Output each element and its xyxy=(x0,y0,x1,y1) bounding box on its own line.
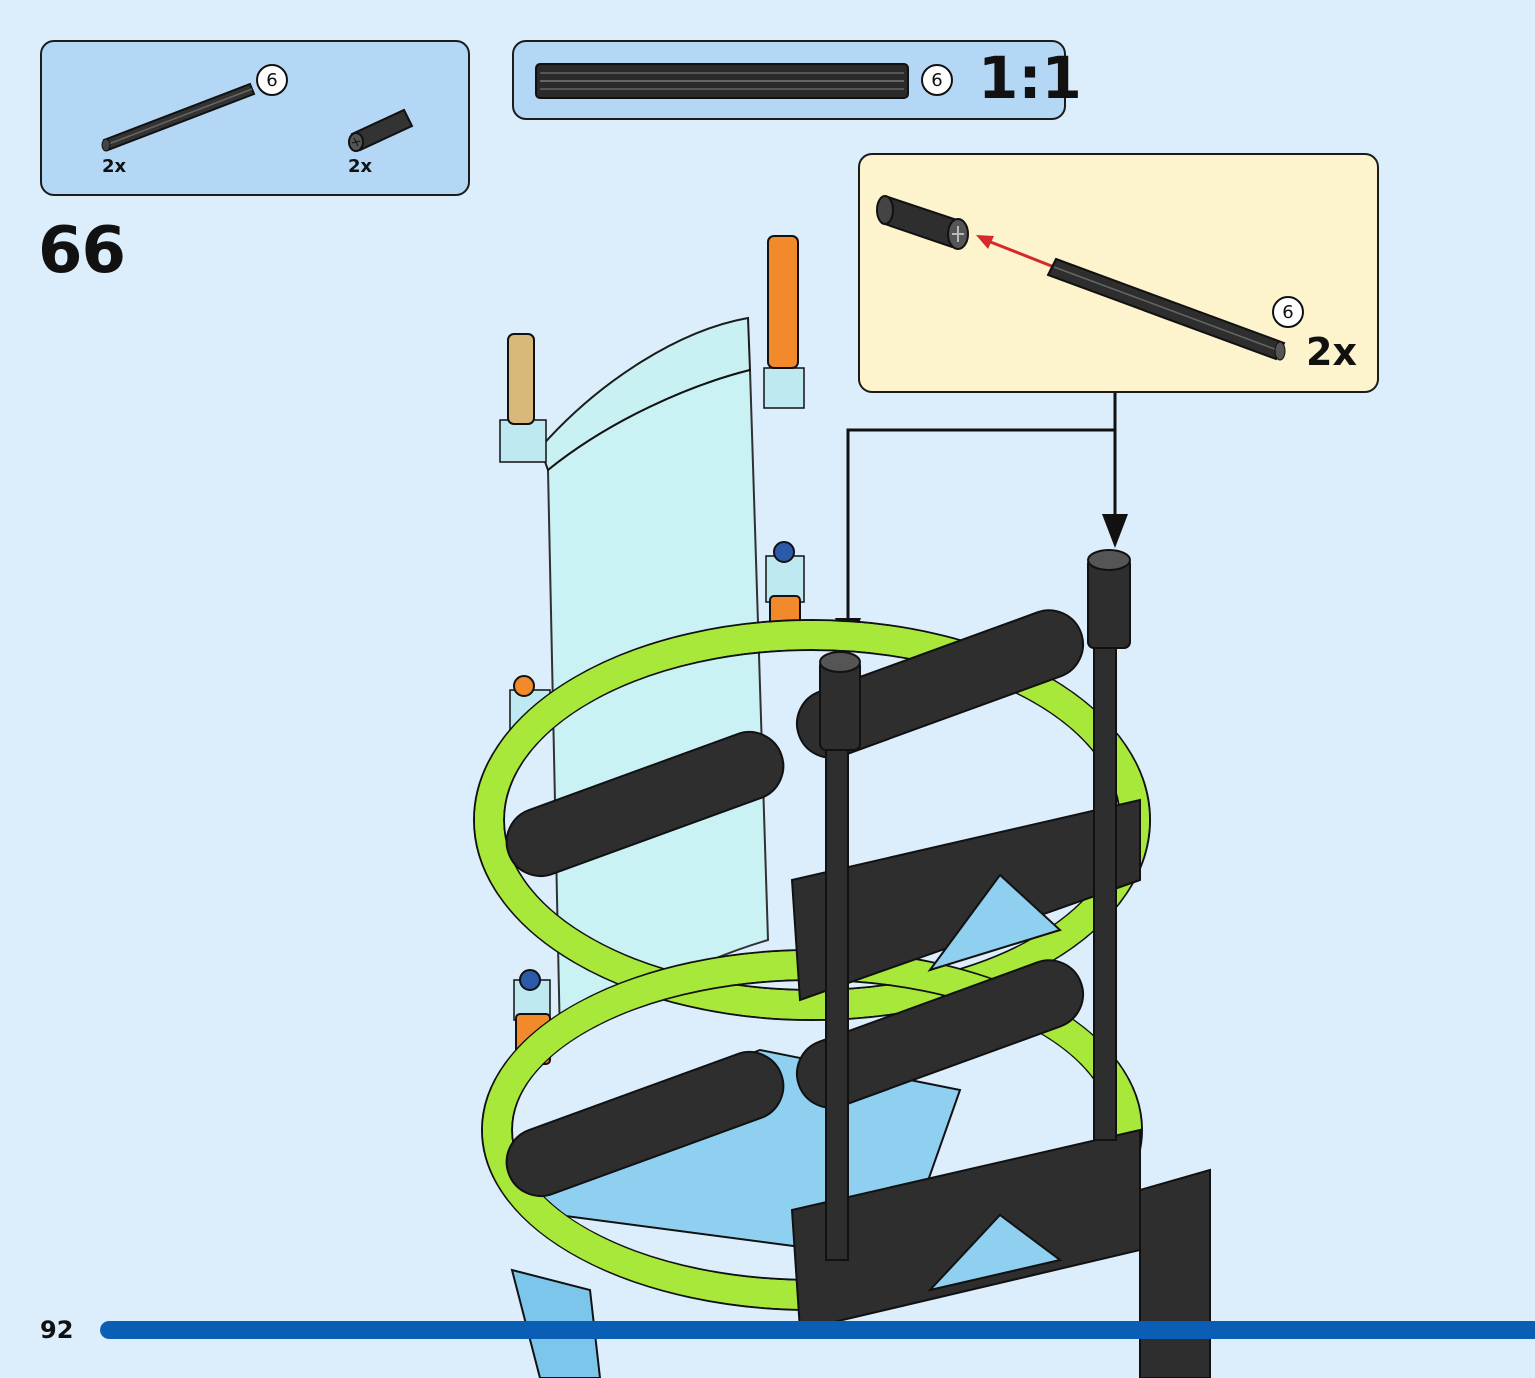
callout-quantity: 2x xyxy=(1306,330,1357,374)
progress-bar xyxy=(100,1321,1535,1339)
quantity-label: 2x xyxy=(348,156,373,177)
axle-connector-icon xyxy=(876,195,969,250)
scale-label: 1:1 xyxy=(978,44,1082,112)
page-number: 92 xyxy=(40,1316,74,1344)
length-badge: 6 xyxy=(1272,296,1304,328)
length-badge: 6 xyxy=(256,64,288,96)
step-number: 66 xyxy=(38,214,126,288)
model-illustration xyxy=(473,235,1211,1378)
length-badge: 6 xyxy=(921,64,953,96)
axle-actual-size-icon xyxy=(535,63,909,99)
parts-list-illustration xyxy=(101,82,414,152)
callout-illustration xyxy=(876,195,1286,361)
quantity-label: 2x xyxy=(102,156,127,177)
insert-arrow-icon xyxy=(976,235,1055,269)
axle-6-part-icon xyxy=(101,82,256,152)
progress-bar-fill xyxy=(100,1321,1535,1339)
new-axle-left xyxy=(819,651,861,1261)
axle-6-icon xyxy=(1046,257,1286,361)
new-axle-right xyxy=(1087,549,1131,1141)
trans-panel xyxy=(499,316,805,1042)
axle-connector-part-icon xyxy=(348,108,414,152)
scale-reference-box: 6 xyxy=(512,40,1066,120)
sub-assembly-callout: 6 xyxy=(858,153,1379,393)
placement-arrows xyxy=(835,393,1128,652)
parts-list-box: 6 2x 2x xyxy=(40,40,470,196)
